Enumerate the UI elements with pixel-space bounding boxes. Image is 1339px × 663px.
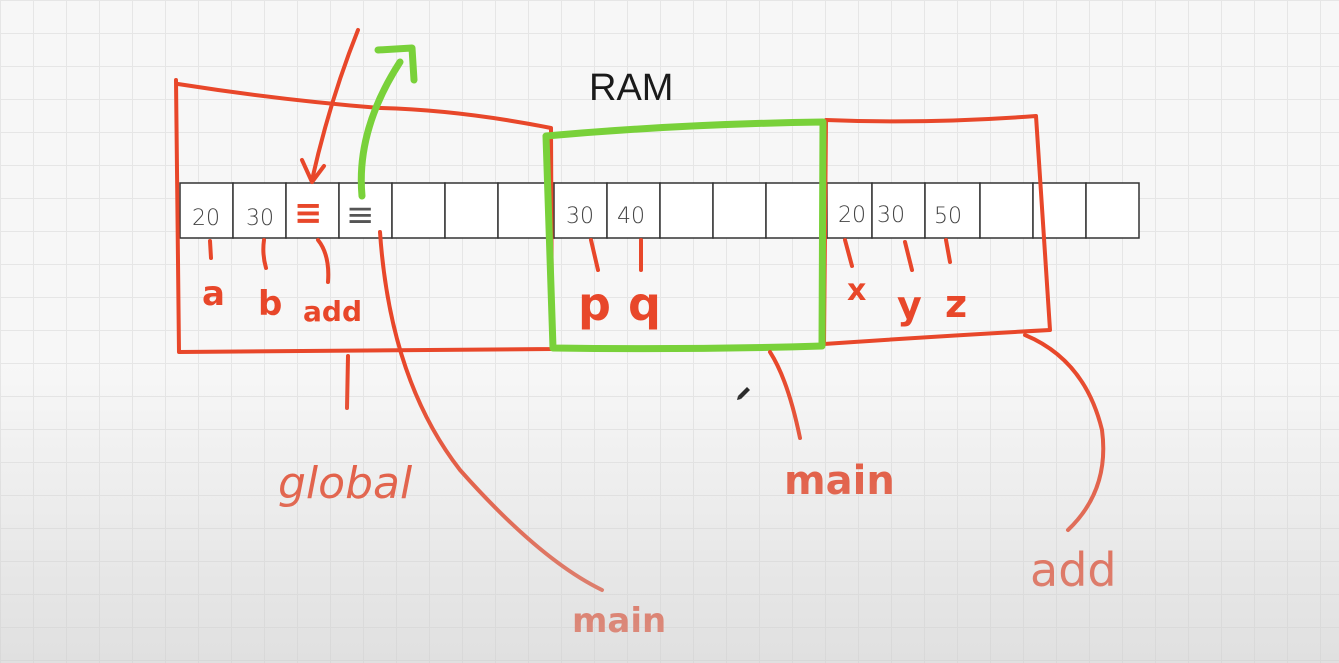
memory-cell-15 <box>979 182 1034 239</box>
var-label-z: z <box>945 282 967 326</box>
return-arrow <box>357 58 404 200</box>
cell-value: 30 <box>877 203 905 228</box>
cell-value: 30 <box>566 204 594 229</box>
variable-ticks <box>208 238 952 284</box>
segment-labels: global main main add <box>278 458 1117 641</box>
var-label-x: x <box>847 273 866 308</box>
diagram-title: RAM <box>589 67 673 109</box>
memory-cell-17 <box>1085 182 1140 239</box>
cell-value: 40 <box>617 204 645 229</box>
segment-label-main-bottom: main <box>572 601 666 641</box>
memory-cell-5 <box>444 182 499 239</box>
cell-value: 30 <box>246 206 274 231</box>
memory-cell-10 <box>712 182 767 239</box>
memory-strip <box>179 182 1140 239</box>
var-label-add: add <box>303 295 362 328</box>
pointer-cell-black: ≡ <box>346 195 375 235</box>
var-label-q: q <box>628 277 661 331</box>
memory-cell-11 <box>765 182 828 239</box>
cell-value: 20 <box>192 206 220 231</box>
pointer-cell-red: ≡ <box>294 193 323 233</box>
memory-cell-4 <box>391 182 446 239</box>
segment-label-add: add <box>1030 543 1117 597</box>
segment-label-global: global <box>278 458 413 509</box>
memory-cell-9 <box>659 182 714 239</box>
var-label-b: b <box>258 284 282 324</box>
pen-cursor-icon <box>737 387 750 400</box>
variable-labels: a b add p q x y z <box>202 273 967 331</box>
var-label-a: a <box>202 274 225 314</box>
var-label-y: y <box>897 283 922 327</box>
segment-connectors <box>345 230 1106 592</box>
cell-value: 50 <box>934 204 962 229</box>
cell-value: 20 <box>838 203 866 228</box>
var-label-p: p <box>578 277 611 331</box>
segment-label-main-middle: main <box>784 458 895 504</box>
